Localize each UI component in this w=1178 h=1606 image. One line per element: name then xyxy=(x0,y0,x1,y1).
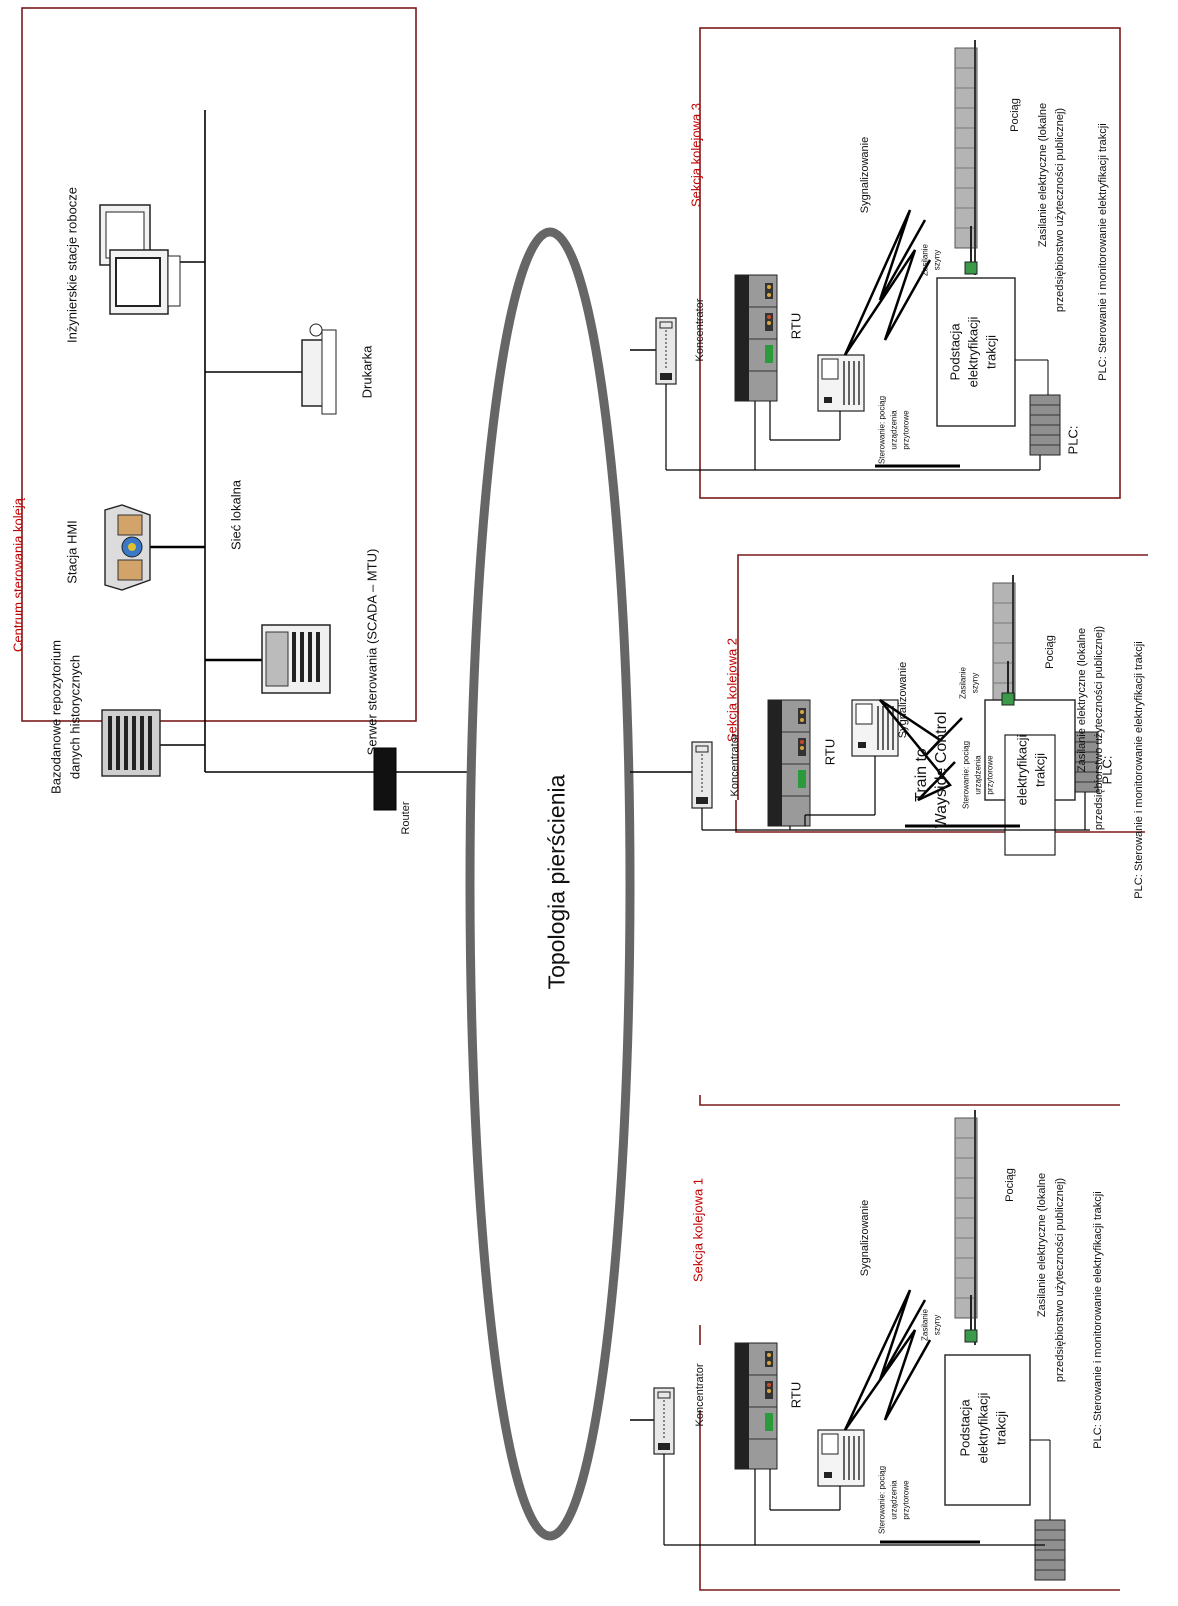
section-1-substation-line1: Podstacja xyxy=(957,1399,973,1457)
section-2-plc-desc: PLC: Sterowanie i monitorowanie elektryf… xyxy=(1133,641,1145,899)
section-1-rtu-label: RTU xyxy=(788,1381,804,1409)
section-3-plc-label: PLC: xyxy=(1065,425,1081,455)
rtu-2-icon xyxy=(767,699,811,827)
section-1-signal-label: Sygnalizowanie xyxy=(859,1199,871,1277)
section-1-substation-line2: elektryfikacji xyxy=(975,1392,991,1464)
hub-3-icon xyxy=(655,317,677,385)
router-label: Router xyxy=(400,801,412,835)
database-icon xyxy=(101,709,161,777)
section-1-plc-desc: PLC: Sterowanie i monitorowanie elektryf… xyxy=(1092,1191,1104,1449)
db-label-line1: Bazodanowe repozytorium xyxy=(48,640,64,794)
section-2 xyxy=(691,554,1148,856)
section-2-signal-label: Sygnalizowanie xyxy=(897,661,909,739)
section-3-rail-power-line1: Zasilanie xyxy=(920,243,930,277)
section-3-hub-label: Koncentrator xyxy=(694,298,706,362)
section-1-power-line2: przedsiębiorstwo użyteczności publicznej… xyxy=(1054,1177,1066,1383)
train-3-icon xyxy=(954,47,978,249)
section-1-power-line1: Zasilanie elektryczne (lokalne xyxy=(1036,1172,1048,1318)
section-2-rail-power-line1: Zasilanie xyxy=(958,666,968,700)
db-label-line2: danych historycznych xyxy=(67,654,83,780)
section-2-train-to-wayside-line2: Wayside Control xyxy=(933,711,950,829)
hub-1-icon xyxy=(653,1387,675,1455)
printer-icon xyxy=(301,323,337,415)
train-1-icon xyxy=(954,1117,978,1319)
section-3 xyxy=(655,27,1121,499)
section-2-train-label: Pociąg xyxy=(1044,635,1056,669)
section-3-substation-line3: trakcji xyxy=(983,335,999,369)
section-2-plc-label: PLC: xyxy=(1099,755,1115,785)
section-3-power-line1: Zasilanie elektryczne (lokalne xyxy=(1037,102,1049,248)
section-2-train-to-wayside-line1: Train to xyxy=(913,748,930,802)
section-3-signal-label: Sygnalizowanie xyxy=(859,136,871,214)
section-2-wayside-line2: urządzenia xyxy=(973,755,983,795)
control-center-title: Centrum sterowania koleją xyxy=(10,498,26,652)
plc-1-icon xyxy=(1034,1519,1066,1581)
section-1-hub-label: Koncentrator xyxy=(694,1363,706,1427)
section-3-power-line2: przedsiębiorstwo użyteczności publicznej… xyxy=(1054,107,1066,313)
section-2-wayside-line1: Sterowanie: pociąg xyxy=(961,740,971,810)
ring-topology xyxy=(465,227,635,1541)
section-3-train-label: Pociąg xyxy=(1009,98,1021,132)
section-1-wayside-line2: urządzenia xyxy=(889,1480,899,1520)
workstations-label: Inżynierskie stacje robocze xyxy=(64,186,80,344)
section-2-substation-line1: elektryfikacji xyxy=(1014,734,1030,806)
wayside-3-icon xyxy=(817,354,865,412)
section-2-rail-power-line2: szyny xyxy=(970,672,980,694)
section-1-title: Sekcja kolejowa 1 xyxy=(690,1177,706,1283)
wayside-1-icon xyxy=(817,1429,865,1487)
section-3-plc-desc: PLC: Sterowanie i monitorowanie elektryf… xyxy=(1097,123,1109,381)
section-2-wayside-line3: przytorowe xyxy=(985,755,995,795)
section-3-wayside-line3: przytorowe xyxy=(901,410,911,450)
section-3-substation-line2: elektryfikacji xyxy=(965,316,981,388)
workstations-icon xyxy=(99,204,181,315)
printer-label: Drukarka xyxy=(359,345,375,399)
section-1-substation-line3: trakcji xyxy=(993,1411,1009,1445)
section-1-rail-power-line2: szyny xyxy=(932,1314,942,1336)
hmi-station-icon xyxy=(104,504,151,591)
section-2-title: Sekcja kolejowa 2 xyxy=(724,637,740,743)
section-2-power-line1: Zasilanie elektryczne (lokalne xyxy=(1076,627,1088,773)
hub-2-icon xyxy=(691,741,713,809)
lan-label: Sieć lokalna xyxy=(228,479,244,551)
section-1-wayside-line3: przytorowe xyxy=(901,1480,911,1520)
server-icon xyxy=(261,624,331,694)
rtu-1-icon xyxy=(734,1342,778,1470)
rtu-3-icon xyxy=(734,274,778,402)
plc-3-icon xyxy=(1029,394,1061,456)
ring-label: Topologia pierścienia xyxy=(543,774,570,990)
section-1-wayside-line1: Sterowanie: pociąg xyxy=(877,1465,887,1535)
section-2-rtu-label: RTU xyxy=(822,738,838,766)
server-label: Serwer sterowania (SCADA – MTU) xyxy=(364,548,380,756)
control-center-frame xyxy=(21,7,417,722)
section-3-wayside-line1: Sterowanie: pociąg xyxy=(877,395,887,465)
section-3-substation-line1: Podstacja xyxy=(947,323,963,381)
hmi-label: Stacja HMI xyxy=(64,520,80,584)
section-3-rail-power-line2: szyny xyxy=(932,249,942,271)
section-3-rtu-label: RTU xyxy=(788,312,804,340)
section-2-power-line2: przedsiębiorstwo użyteczności publicznej… xyxy=(1093,625,1105,831)
section-3-title: Sekcja kolejowa 3 xyxy=(688,102,704,208)
section-2-substation-line2: trakcji xyxy=(1032,753,1048,787)
section-1 xyxy=(653,1095,1120,1591)
section-1-rail-power-line1: Zasilanie xyxy=(920,1308,930,1342)
router-icon xyxy=(373,747,397,811)
section-3-wayside-line2: urządzenia xyxy=(889,410,899,450)
section-2-hub-label: Koncentrator xyxy=(729,733,741,797)
section-1-train-label: Pociąg xyxy=(1004,1168,1016,1202)
